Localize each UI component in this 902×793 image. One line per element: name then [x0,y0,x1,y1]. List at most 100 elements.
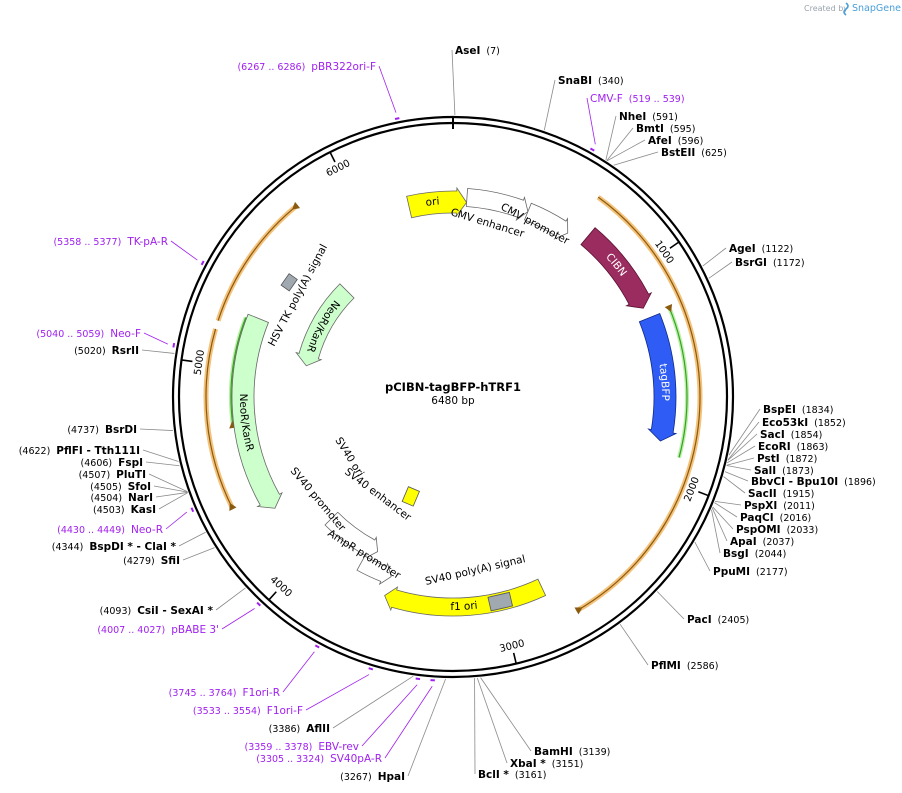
site-leader [155,492,188,498]
primer-marker [190,507,195,513]
site-label: (3267)HpaI [340,771,405,783]
site-leader [451,49,456,116]
ampr-promoter-arrow [356,555,392,586]
site-leader [619,623,649,666]
site-label: AfeI(596) [648,135,703,147]
restriction-site: NheI(591) [619,111,678,123]
primer-leader [305,674,370,711]
primer-label: (3305 .. 3324)SV40pA-R [256,753,382,765]
site-leader [728,408,761,456]
site-leader [727,445,756,464]
site-label: (4344)BspDI * - ClaI * [52,541,177,553]
restriction-site: ApaI(2037) [730,536,794,548]
site-label: (4504)NarI [90,492,153,504]
primer-marker [172,342,176,348]
restriction-site: (4093)CsiI - SexAI * [100,605,214,617]
site-label: (4606)FspI [81,457,143,469]
site-label: NheI(591) [619,111,678,123]
site-leader [141,349,175,354]
tick-mark [268,591,277,601]
restriction-site: EcoRI(1863) [758,441,828,453]
restriction-site: PstI(1872) [757,453,817,465]
site-leader [727,433,758,461]
green-arrowhead-right [664,304,673,313]
primer-label: (6267 .. 6286)pBR322ori-F [237,61,376,73]
primer-site: (3305 .. 3324)SV40pA-R [256,679,435,765]
cmv-enhancer-arrow [465,188,529,222]
snapgene-logo-icon [843,2,849,16]
restriction-site: BsrGI(1172) [735,257,805,269]
primer-site: (3533 .. 3554)F1ori-F [193,667,374,717]
site-leader [178,531,206,547]
primer-leader [143,332,169,345]
orange-orf-left-lower-line [205,328,234,510]
site-label: (4503)KasI [93,504,156,516]
restriction-site: PspXI(2011) [744,500,815,512]
orange-arrowhead-left [229,502,237,511]
label-tagbfp: tagBFP [656,363,671,401]
primer-site: (4430 .. 4449)Neo-R [57,507,195,536]
sv40-polya-box [487,591,514,612]
primer-marker [314,644,320,649]
restriction-site: PaqCI(2016) [740,512,811,524]
orange-orf-left-lower [203,328,236,511]
restriction-site: (5020)RsrII [74,345,139,357]
sites-layer: AseI(7)SnaBI(340)NheI(591)BmtI(595)AfeI(… [19,45,876,783]
site-leader [727,421,760,461]
neokan-inner-arrow [295,283,355,367]
restriction-site: (4503)KasI [93,504,156,516]
restriction-site: (4344)BspDI * - ClaI * [52,541,177,553]
tick-mark [181,359,193,363]
neokan-outer-arrow [231,313,283,509]
tagbfp-arrow [638,312,678,442]
site-leader [215,587,246,611]
plasmid-name: pCIBN-tagBFP-hTRF1 [385,380,521,394]
tick-label: 6000 [324,158,352,179]
site-leader [606,127,634,161]
orange-orf-left-upper-line [217,204,298,321]
restriction-site: (3386)AflII [269,723,330,735]
primer-leader [221,608,255,630]
site-label: PspXI(2011) [744,500,815,512]
site-leader [606,139,646,162]
tick-label: 4000 [268,574,294,599]
label-sv40-promoter: SV40 promoter [288,465,349,534]
site-leader [694,541,711,572]
sv40-ori-box [401,486,420,507]
label-f1-ori: f1 ori [450,600,478,613]
restriction-site: (4505)SfoI [90,481,151,493]
site-leader [726,457,755,466]
restriction-site: PacI(2405) [687,614,749,626]
restriction-site: SacI(1854) [760,429,822,441]
site-leader [480,677,532,752]
hsv-tk-polya-box [280,273,298,292]
restriction-site: BstEII(625) [661,147,727,159]
restriction-site: SnaBI(340) [558,75,624,87]
tick-mark [698,490,709,497]
restriction-site: PspOMI(2033) [736,524,818,536]
restriction-site: BbvCI - Bpu10I(1896) [751,476,876,488]
site-leader [714,502,738,518]
credit-prefix: Created by [804,4,848,13]
restriction-site: PflMI(2586) [651,660,718,672]
tick-label: 5000 [193,349,207,376]
primer-leader [165,511,188,530]
primer-marker [415,677,421,681]
restriction-site: BclI *(3161) [478,769,546,781]
restriction-site: AfeI(596) [648,135,703,147]
primer-site: (4007 .. 4027)pBABE 3' [97,601,262,636]
site-label: SacI(1854) [760,429,822,441]
tick-mark [512,652,517,664]
cibn-arrow [580,227,653,309]
site-leader [712,506,734,530]
site-leader [613,151,659,166]
primer-leader [361,684,418,747]
site-leader [142,449,179,462]
site-leader [476,677,508,764]
primer-label: (4007 .. 4027)pBABE 3' [97,624,219,636]
primer-marker [256,601,262,607]
site-leader [139,428,174,431]
site-label: SnaBI(340) [558,75,624,87]
tick-label: 3000 [499,638,526,655]
